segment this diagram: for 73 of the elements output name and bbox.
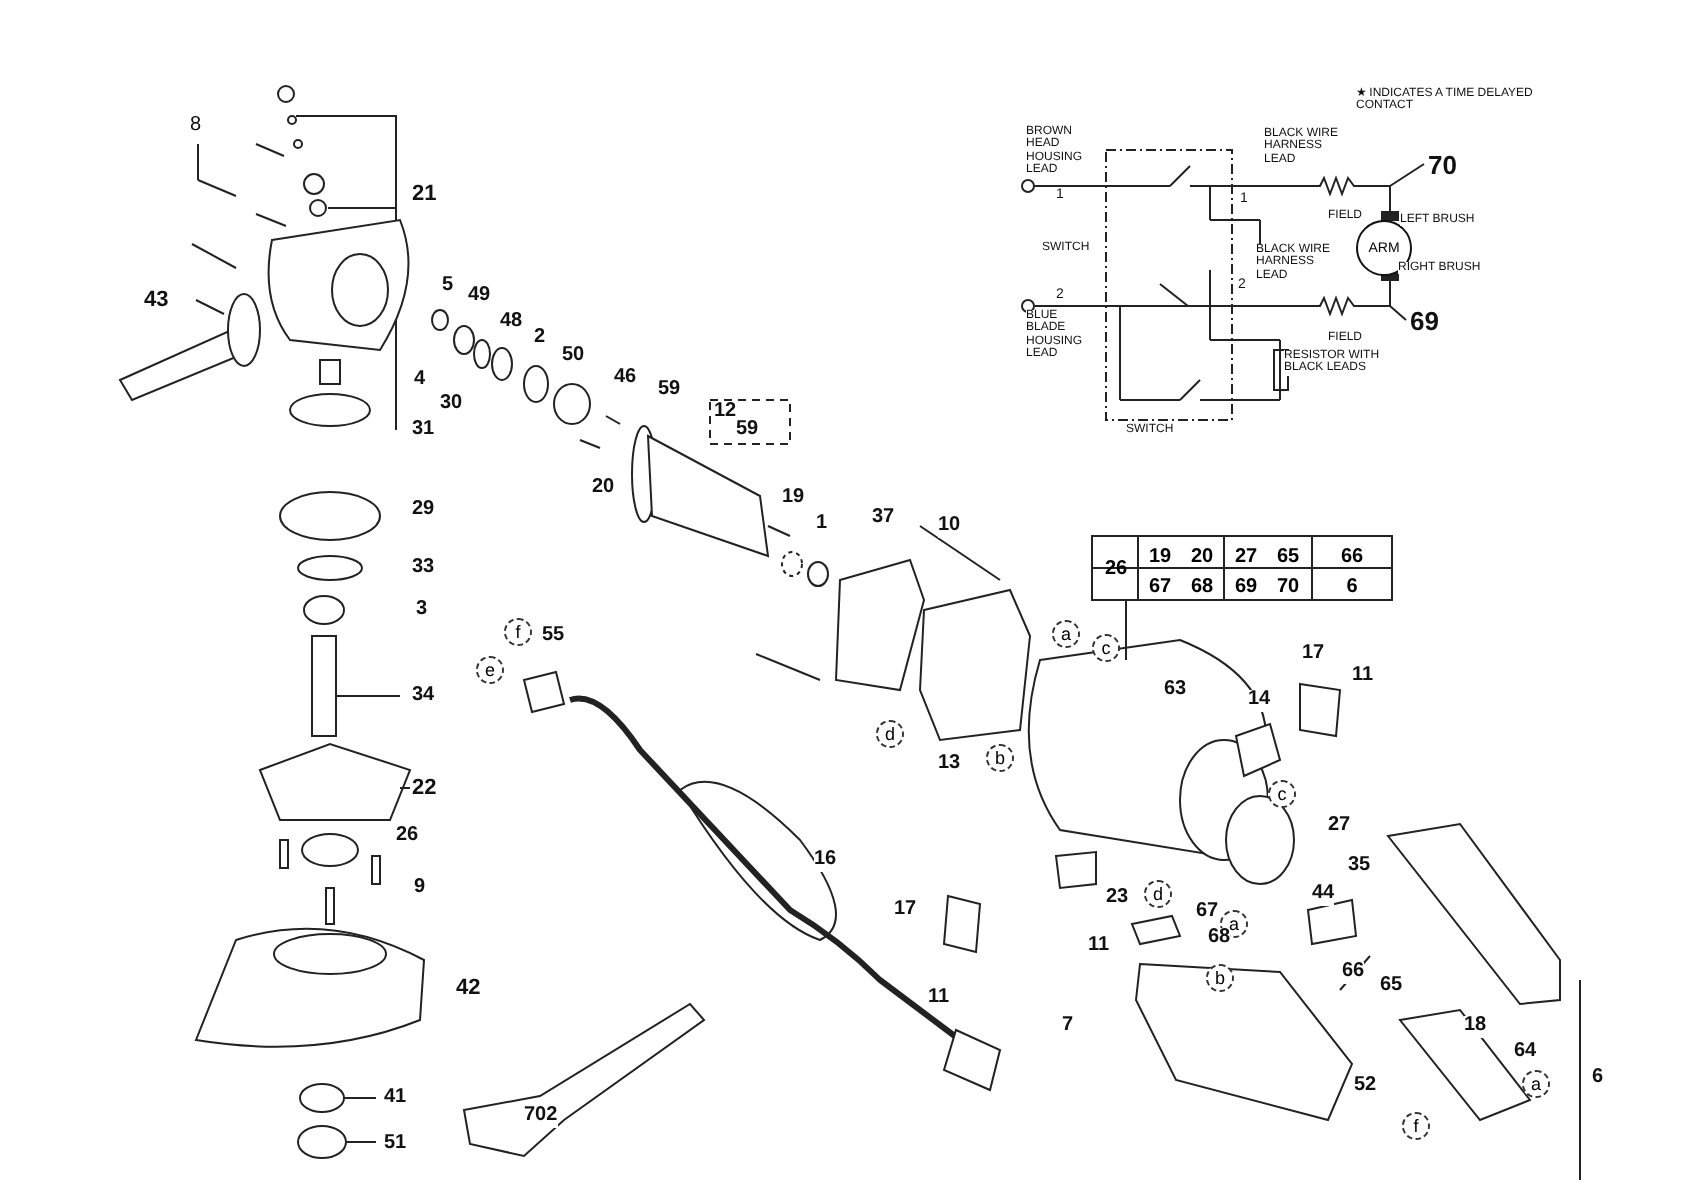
callout-number: 52: [1354, 1076, 1377, 1097]
callout-number: 59: [658, 380, 681, 401]
callout-number: 49: [468, 286, 491, 307]
callout-number: 20: [592, 478, 615, 499]
reference-circle: [504, 618, 532, 646]
callout-number: 702: [524, 1106, 558, 1127]
callout-number: 6: [1592, 1068, 1604, 1089]
callout-number: 55: [542, 626, 565, 647]
schematic-label: 70: [1428, 152, 1457, 180]
kit-table-cell-text: 27: [1232, 546, 1260, 568]
reference-circle: [1144, 880, 1172, 908]
callout-number: 19: [782, 488, 805, 509]
callout-number: 50: [562, 346, 585, 367]
callout-number: 68: [1208, 928, 1231, 949]
callout-number: 13: [938, 754, 961, 775]
callout-number: 64: [1514, 1042, 1537, 1063]
reference-letter: a: [1228, 914, 1239, 934]
callout-number: 35: [1348, 856, 1371, 877]
callout-number: 29: [412, 500, 435, 521]
reference-circle: [1206, 964, 1234, 992]
callout-number: 26: [396, 826, 419, 847]
schematic-label: 69: [1410, 308, 1439, 336]
reference-letter: b: [1214, 968, 1225, 988]
reference-letter: a: [1060, 624, 1071, 644]
kit-table-cell-text: 70: [1274, 576, 1302, 598]
reference-circle: [986, 744, 1014, 772]
reference-letter: d: [884, 724, 895, 744]
reference-letter: f: [1413, 1116, 1419, 1136]
kit-table-cell-text: 67: [1146, 576, 1174, 598]
reference-circle: [1268, 780, 1296, 808]
reference-circle: [876, 720, 904, 748]
reference-letter: d: [1152, 884, 1163, 904]
callout-number: 51: [384, 1134, 407, 1155]
kit-table-cell-text: 20: [1188, 546, 1216, 568]
callout-number: 16: [814, 850, 837, 871]
reference-letter: b: [994, 748, 1005, 768]
reference-letter: e: [484, 660, 495, 680]
reference-circle: [1092, 634, 1120, 662]
callout-number: 14: [1248, 690, 1271, 711]
callout-number: 67: [1196, 902, 1219, 923]
callout-number: 8: [190, 116, 202, 137]
reference-letter: a: [1530, 1074, 1541, 1094]
kit-table-cell-text: 65: [1274, 546, 1302, 568]
callout-number: 44: [1312, 884, 1335, 905]
kit-table-cell-text: 66: [1338, 546, 1366, 568]
callout-number: 48: [500, 312, 523, 333]
callout-number: 63: [1164, 680, 1187, 701]
reference-letter: c: [1101, 638, 1111, 658]
callout-number: 66: [1342, 962, 1365, 983]
callout-number: 59: [736, 420, 759, 441]
kit-table-cell-text: 19: [1146, 546, 1174, 568]
reference-circle: [1052, 620, 1080, 648]
callout-number: 23: [1106, 888, 1129, 909]
kit-table-cell-text: 69: [1232, 576, 1260, 598]
reference-circle: [476, 656, 504, 684]
reference-circle: [1522, 1070, 1550, 1098]
callout-number: 5: [442, 276, 454, 297]
kit-table-cell-text: 68: [1188, 576, 1216, 598]
callout-number: 10: [938, 516, 961, 537]
reference-circle: [1402, 1112, 1430, 1140]
callout-number: 3: [416, 600, 428, 621]
callout-number: 33: [412, 558, 435, 579]
reference-letter: c: [1277, 784, 1287, 804]
kit-table-cell-text: 6: [1344, 576, 1360, 598]
reference-letter: f: [515, 622, 521, 642]
callout-number: 37: [872, 508, 895, 529]
callout-number: 30: [440, 394, 463, 415]
callout-number: 65: [1380, 976, 1403, 997]
callout-number: 34: [412, 686, 435, 707]
callout-number: 9: [414, 878, 426, 899]
callout-number: 46: [614, 368, 637, 389]
callout-number: 31: [412, 420, 435, 441]
callout-number: 18: [1464, 1016, 1487, 1037]
